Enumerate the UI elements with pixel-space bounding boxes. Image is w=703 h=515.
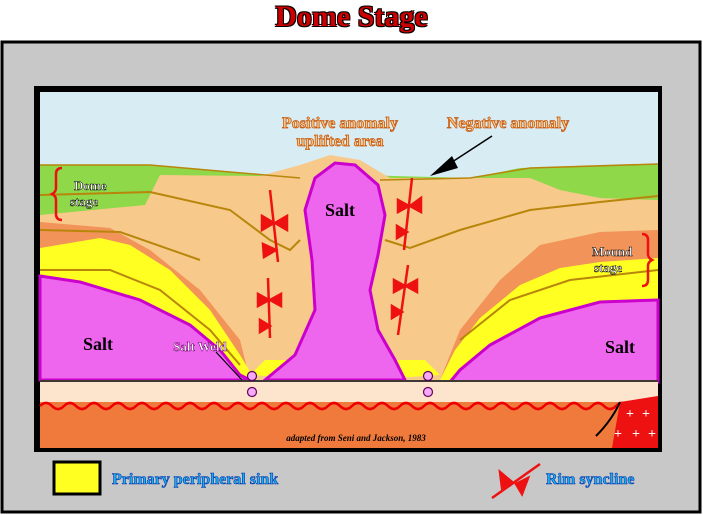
svg-text:+: + — [626, 407, 634, 422]
legend-label-primary-sink: Primary peripheral sink — [112, 471, 278, 488]
basement-wavy-boundary — [39, 401, 653, 411]
svg-text:+: + — [642, 407, 650, 422]
horizon-5 — [459, 269, 659, 341]
horizon-4 — [384, 195, 659, 250]
horizon-3 — [40, 269, 241, 366]
salt-weld-marker — [422, 370, 434, 382]
dome-stage-label-2: stage — [70, 194, 98, 209]
salt-label-left: Salt — [83, 334, 113, 354]
rim-syncline-symbol — [256, 189, 289, 339]
salt-label-right: Salt — [605, 337, 635, 357]
basement-light — [40, 380, 658, 402]
legend-rim-syncline-icon — [491, 462, 541, 500]
mound-stage-label: Mound — [592, 244, 633, 259]
negative-anomaly-arrowhead — [430, 156, 458, 176]
basement-block — [612, 396, 658, 448]
rim-syncline-symbol — [390, 177, 423, 336]
negative-anomaly-label: Negative anomaly — [447, 115, 569, 132]
uplifted-area-label: uplifted area — [296, 133, 383, 150]
dome-stage-label: Dome — [74, 178, 107, 193]
positive-anomaly-label: Positive anomaly — [282, 115, 398, 132]
salt-weld-label: Salt Weld — [173, 339, 227, 354]
horizon-1 — [39, 190, 301, 252]
page-title: Dome Stage — [275, 0, 428, 33]
basement-cross-symbols: ++ +++ — [614, 407, 656, 442]
legend-swatch-primary-sink — [52, 460, 102, 496]
salt-weld-marker — [422, 386, 434, 398]
salt-diapir — [260, 161, 408, 382]
horizon-top — [40, 164, 301, 179]
mound-stage-bracket — [641, 232, 655, 288]
horizon-top-right — [379, 163, 659, 181]
horizon-2 — [39, 229, 201, 261]
legend-label-rim-syncline: Rim syncline — [546, 471, 634, 488]
salt-label-center: Salt — [325, 200, 355, 220]
credit-label: adapted from Seni and Jackson, 1983 — [286, 433, 426, 443]
svg-text:+: + — [614, 427, 622, 442]
salt-weld-pointer — [215, 351, 243, 381]
salt-weld-marker — [246, 386, 258, 398]
basement-fault — [595, 401, 621, 437]
dome-stage-bracket — [49, 166, 63, 222]
salt-weld-marker — [246, 370, 258, 382]
mound-stage-label-2: stage — [594, 260, 622, 275]
svg-text:+: + — [632, 427, 640, 442]
svg-text:+: + — [648, 427, 656, 442]
